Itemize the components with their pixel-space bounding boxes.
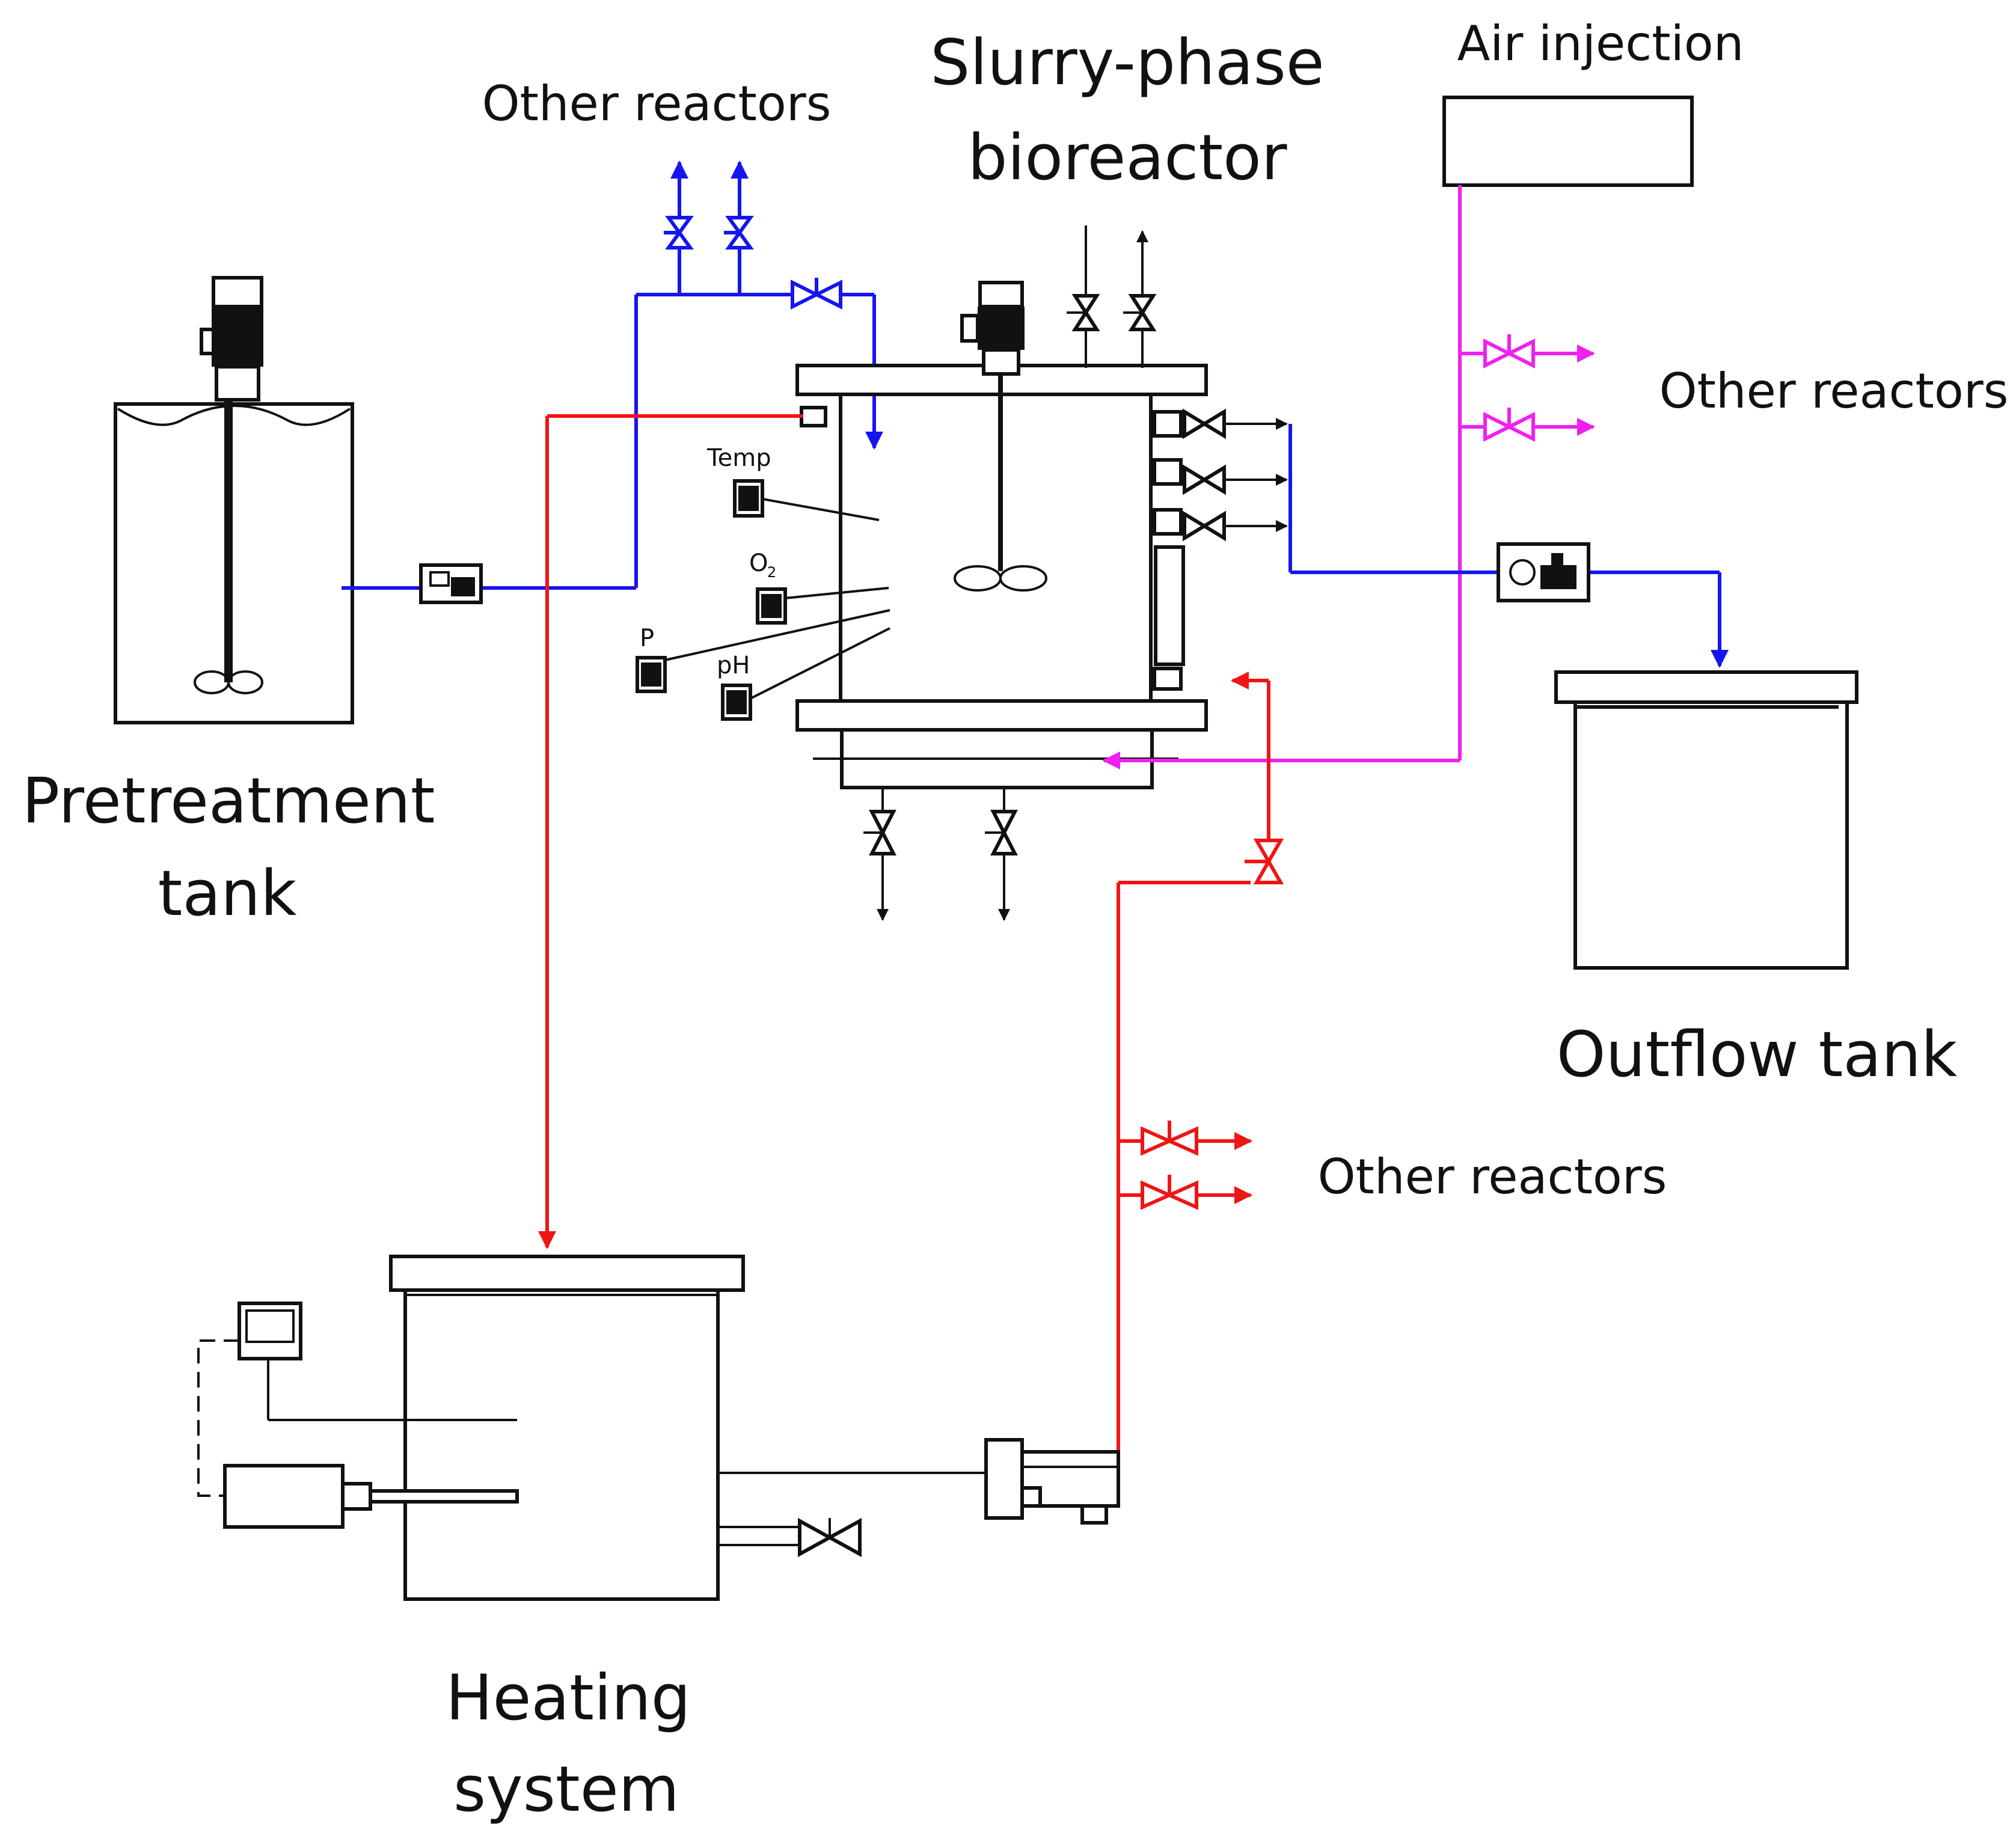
valve-icon[interactable] xyxy=(1141,1121,1198,1156)
heater-element xyxy=(223,1464,519,1529)
heating-tank xyxy=(389,1255,745,1601)
valve-icon[interactable] xyxy=(664,216,694,249)
valve-icon[interactable] xyxy=(1183,464,1226,495)
oxygen-sensor xyxy=(756,587,889,625)
valve-icon[interactable] xyxy=(791,278,842,310)
valve-icon[interactable] xyxy=(1245,839,1284,884)
air-injection-unit xyxy=(1442,96,1694,187)
valve-icon[interactable] xyxy=(1141,1175,1198,1210)
valve-icon[interactable] xyxy=(1183,510,1226,542)
temp-sensor-label: Temp xyxy=(706,444,771,472)
valve-icon[interactable] xyxy=(985,810,1018,855)
heating-system-label: Heating xyxy=(446,1661,691,1734)
pressure-sensor xyxy=(636,609,890,693)
heating-system-label-line2: system xyxy=(453,1752,679,1826)
valve-icon[interactable] xyxy=(863,810,896,855)
feed-line xyxy=(342,161,883,590)
heating-supply-line xyxy=(1117,672,1270,1486)
ph-sensor xyxy=(721,627,890,721)
circulation-pump-icon xyxy=(718,1438,1120,1525)
valve-icon[interactable] xyxy=(1067,294,1100,331)
valve-icon[interactable] xyxy=(1483,408,1535,442)
o2-sensor-subscript: 2 xyxy=(767,564,776,581)
bioreactor-motor xyxy=(960,281,1025,376)
temperature-sensor xyxy=(733,479,880,521)
other-reactors-label-right: Other reactors xyxy=(1659,363,2009,419)
other-reactors-label-top: Other reactors xyxy=(482,76,832,132)
heating-drain xyxy=(718,1526,800,1546)
o2-sensor-label: O xyxy=(749,549,768,577)
valve-icon[interactable] xyxy=(1183,408,1226,439)
heating-return-line xyxy=(538,414,803,1249)
pretreatment-tank-label-line2: tank xyxy=(158,857,297,930)
outflow-tank xyxy=(1554,670,1858,970)
temperature-controller xyxy=(197,1302,517,1497)
outflow-pump-icon xyxy=(1497,542,1590,602)
valve-icon[interactable] xyxy=(798,1517,862,1558)
pressure-sensor-label: P xyxy=(640,625,654,652)
air-line xyxy=(1102,185,1595,770)
pretreatment-tank-label: Pretreatment xyxy=(22,764,435,837)
outflow-line xyxy=(1288,424,1729,668)
pretreatment-tank xyxy=(114,276,354,724)
bioreactor-label-line2: bioreactor xyxy=(967,121,1287,194)
feed-pump-icon xyxy=(419,563,483,604)
bioreactor-label: Slurry-phase xyxy=(930,26,1325,99)
air-injection-label: Air injection xyxy=(1457,16,1744,72)
outflow-tank-label: Outflow tank xyxy=(1557,1018,1957,1091)
valve-icon[interactable] xyxy=(1123,294,1157,331)
agitator-motor xyxy=(200,276,263,402)
valve-icon[interactable] xyxy=(724,216,754,249)
drain-line xyxy=(877,788,1010,921)
ph-sensor-label: pH xyxy=(717,652,750,679)
slurry-phase-bioreactor xyxy=(795,281,1208,789)
other-reactors-label-bottom: Other reactors xyxy=(1318,1149,1667,1205)
valve-icon[interactable] xyxy=(1483,334,1535,369)
